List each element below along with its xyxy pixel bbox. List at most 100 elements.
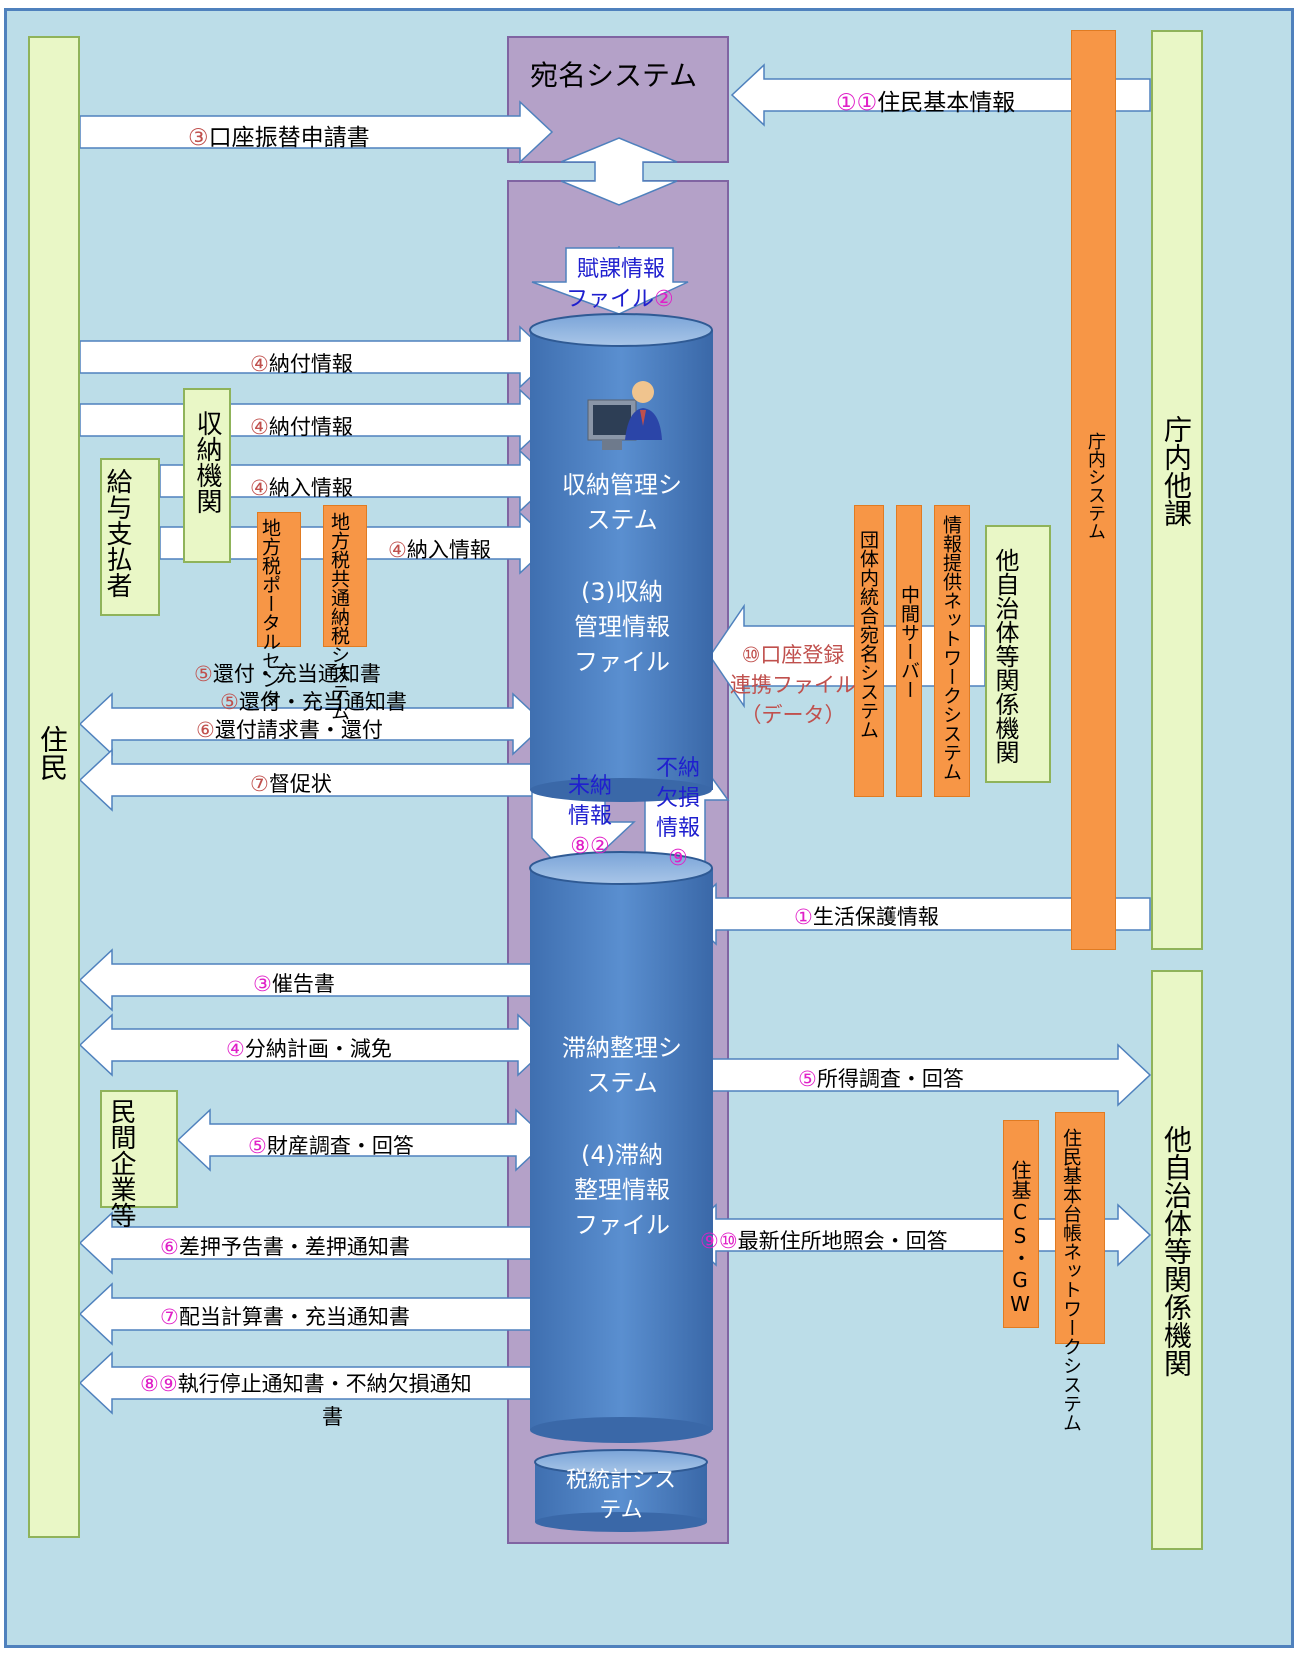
flow-welfare-info-text: 生活保護情報	[812, 905, 939, 929]
assessment-file-line1: 賦課情報	[576, 257, 665, 282]
residents-label: 住民	[36, 725, 69, 781]
flow-transfer-app-num: ③	[188, 125, 209, 151]
arrow-assessment-file-shape	[531, 247, 689, 315]
collection-system-label: 収納管理システム	[560, 468, 684, 538]
intermediate-server-label: 中間サーバー	[898, 585, 920, 699]
writeoff-info-line1: 不納	[655, 756, 700, 781]
flow-refund-notice-2-num: ⑤	[220, 690, 239, 714]
assessment-file-line2: ファイル②	[566, 286, 674, 314]
mynumber-network-label: 情報提供ネットワークシステム	[940, 515, 962, 781]
unpaid-info-num: ⑧②	[570, 834, 610, 859]
address-system-label: 宛名システム	[530, 59, 698, 92]
common-tax-label: 地方税共通納税システム	[328, 512, 350, 721]
residents-box	[28, 36, 80, 1538]
juki-network-box	[1055, 1112, 1105, 1344]
flow-deposit-info-2: ④納入情報	[388, 536, 491, 564]
flow-seizure-notice: ⑥差押予告書・差押通知書	[160, 1233, 410, 1261]
flow-refund-notice-1-num: ⑤	[194, 662, 213, 686]
collection-file-text: (3)収納管理情報ファイル	[574, 578, 670, 676]
flow-seizure-notice-text: 差押予告書・差押通知書	[178, 1235, 410, 1259]
agency-system-box	[1071, 30, 1116, 950]
arrow-suspension	[78, 1351, 546, 1415]
flow-basic-resident-text: 住民基本情報	[877, 90, 1016, 116]
delinquency-file-label: (4)滞納整理情報ファイル	[572, 1138, 672, 1243]
other-depts-label: 庁内他課	[1160, 415, 1193, 527]
other-municipalities-bottom-box	[1151, 970, 1203, 1550]
flow-reminder-text: 催告書	[271, 972, 335, 996]
delinquency-cylinder	[529, 851, 713, 1443]
writeoff-info-num: ⑨	[668, 846, 688, 871]
flow-asset-inquiry: ⑤財産調査・回答	[248, 1132, 414, 1160]
juki-csgw-label: 住基CS・GW	[1008, 1160, 1032, 1316]
flow-refund-request-text: 還付請求書・還付	[214, 718, 383, 742]
juki-csgw-box	[1003, 1120, 1039, 1328]
flow-demand-letter: ⑦督促状	[250, 770, 332, 798]
flow-refund-request: ⑥還付請求書・還付	[196, 716, 383, 744]
other-municipalities-top-box	[985, 525, 1051, 783]
flow-basic-resident-num: ①①	[836, 90, 878, 116]
flow-demand-letter-num: ⑦	[250, 772, 269, 796]
mynumber-network-box	[934, 505, 970, 797]
flow-transfer-app-text: 口座振替申請書	[208, 125, 370, 151]
flow-transfer-app: ③口座振替申請書	[188, 124, 370, 152]
account-link-line3: （データ）	[740, 703, 846, 727]
flow-payment-info-1: ④納付情報	[250, 350, 353, 378]
flow-basic-resident: ①①住民基本情報	[836, 89, 1015, 117]
flow-income-inquiry: ⑤所得調査・回答	[798, 1065, 964, 1093]
flow-deposit-info-2-num: ④	[388, 538, 407, 562]
common-tax-box	[323, 505, 367, 647]
delinquency-system-label: 滞納整理システム	[560, 1031, 684, 1101]
arrow-demand-letter	[78, 748, 546, 812]
flow-refund-request-num: ⑥	[196, 718, 215, 742]
agency-system-label: 庁内システム	[1085, 432, 1106, 540]
collection-agency-box	[183, 388, 231, 563]
other-depts-box	[1151, 30, 1203, 950]
flow-welfare-info: ①生活保護情報	[794, 903, 939, 931]
flow-payment-info-2-num: ④	[250, 415, 269, 439]
flow-suspension-num: ⑧⑨	[140, 1372, 178, 1396]
flow-deposit-info-1-text: 納入情報	[268, 476, 353, 500]
flow-payment-info-2: ④納付情報	[250, 413, 353, 441]
account-link-label: ⑩口座登録連携ファイル（データ）	[728, 640, 858, 730]
flow-payment-info-2-text: 納付情報	[268, 415, 353, 439]
flow-deposit-info-2-text: 納入情報	[406, 538, 491, 562]
flow-address-inquiry-num: ⑨⑩	[700, 1229, 738, 1253]
flow-asset-inquiry-num: ⑤	[248, 1134, 267, 1158]
flow-reminder-num: ③	[253, 972, 272, 996]
flow-dividend-num: ⑦	[160, 1305, 179, 1329]
flow-seizure-notice-num: ⑥	[160, 1235, 179, 1259]
tax-stats-label: 税統計システム	[566, 1466, 676, 1526]
flow-installment: ④分納計画・減免	[226, 1035, 392, 1063]
flow-installment-num: ④	[226, 1037, 245, 1061]
flow-refund-notice-2: ⑤還付・充当通知書	[220, 688, 407, 716]
flow-address-inquiry-text: 最新住所地照会・回答	[737, 1229, 948, 1253]
flow-refund-notice-2-text: 還付・充当通知書	[238, 690, 407, 714]
other-municipalities-top-label: 他自治体等関係機関	[991, 548, 1019, 764]
flow-suspension-text: 執行停止通知書・不納欠損通知	[177, 1372, 472, 1396]
computer-operator-icon	[587, 381, 662, 450]
flow-payment-info-1-text: 納付情報	[268, 352, 353, 376]
account-link-num: ⑩	[741, 643, 761, 667]
arrow-reminder	[78, 948, 546, 1012]
flow-dividend-text: 配当計算書・充当通知書	[178, 1305, 410, 1329]
intermediate-server-box	[896, 505, 922, 797]
unpaid-info-line2: 情報	[567, 804, 612, 829]
delinquency-file-text: (4)滞納整理情報ファイル	[574, 1141, 670, 1239]
flow-asset-inquiry-text: 財産調査・回答	[266, 1134, 414, 1158]
assessment-file-line2-text: ファイル	[566, 287, 655, 312]
flow-deposit-info-1: ④納入情報	[250, 474, 353, 502]
flow-income-inquiry-text: 所得調査・回答	[816, 1067, 964, 1091]
flow-refund-notice-1-text: 還付・充当通知書	[212, 662, 381, 686]
flow-suspension-line2: 書	[322, 1405, 343, 1429]
flow-reminder: ③催告書	[253, 970, 335, 998]
juki-network-label: 住民基本台帳ネットワークシステム	[1060, 1128, 1082, 1432]
flow-payment-info-1-num: ④	[250, 352, 269, 376]
private-company-label: 民間企業等	[106, 1098, 136, 1228]
arrow-seizure-notice	[78, 1211, 546, 1275]
flow-refund-notice-1: ⑤還付・充当通知書	[194, 660, 381, 688]
flow-welfare-info-num: ①	[794, 905, 813, 929]
private-company-box	[100, 1090, 178, 1208]
